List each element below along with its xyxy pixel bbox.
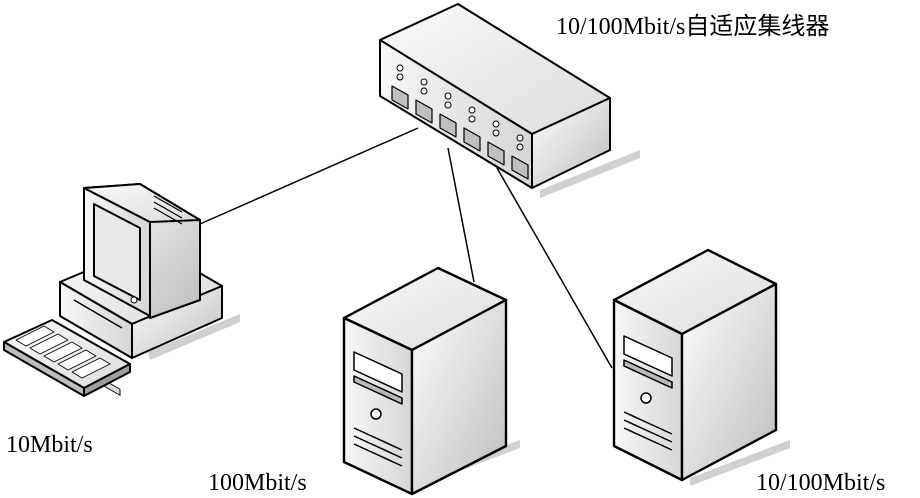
hub-ports — [391, 85, 529, 180]
link-hub-server-middle — [447, 147, 475, 283]
server-icon — [612, 248, 790, 486]
link-hub-pc — [199, 127, 419, 225]
pc-icon — [59, 183, 240, 396]
hub-leds — [396, 64, 524, 151]
server-middle-label: 100Mbit/s — [208, 470, 307, 496]
hub-icon — [379, 3, 640, 198]
pc-label: 10Mbit/s — [6, 432, 93, 458]
connection-lines — [199, 127, 613, 369]
server-right-label: 10/100Mbit/s — [756, 470, 886, 496]
server-icon — [342, 266, 520, 496]
hub-label: 10/100Mbit/s自适应集线器 — [556, 14, 830, 40]
keyboard-icon — [3, 319, 131, 397]
link-hub-server-right — [496, 167, 613, 369]
